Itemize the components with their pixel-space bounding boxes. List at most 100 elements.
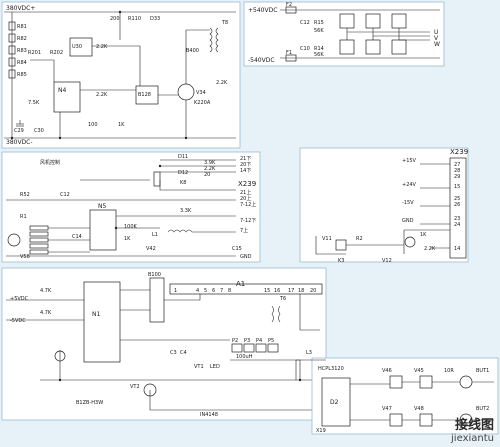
phase-u: U: [434, 29, 438, 36]
a1-pin-16: 16: [274, 288, 280, 294]
pin-gnd: GND: [240, 254, 252, 260]
res-1k-b: 1K: [124, 236, 131, 242]
res-r81: R81: [17, 24, 27, 30]
res-2k2-d: 2.2K: [204, 166, 216, 172]
igbt-but1: BUT1: [476, 368, 489, 374]
label-b400: B400: [186, 48, 199, 54]
cap-c12: C12: [300, 20, 310, 26]
phase-v: V: [434, 35, 439, 42]
watermark: 接线图 jiexiantu: [451, 414, 494, 444]
pin-28: 28: [454, 168, 460, 174]
panel-supply-connector: X239 +15V +24V -15V GND 27 28 29 15 25 2…: [299, 147, 469, 264]
res-3k3: 3.3K: [180, 208, 192, 214]
pin-24: 24: [454, 222, 460, 228]
supply-gnd: GND: [402, 218, 414, 224]
pin-20x: 20下: [240, 162, 251, 168]
xfmr-t6: T6: [279, 296, 286, 302]
res-2k2-a: 2.2K: [96, 44, 108, 50]
rail-5v-neg: -5VDC: [10, 318, 26, 324]
res-r1: R1: [20, 214, 27, 220]
res-r201: R201: [28, 50, 41, 56]
trans-vt2: VT2: [130, 384, 140, 390]
watermark-cn: 接线图: [454, 418, 494, 433]
res-r83: R83: [17, 48, 27, 54]
ic-n4: N4: [58, 87, 66, 94]
trans-v42: V42: [146, 246, 156, 252]
pin-29: 29: [454, 174, 460, 180]
pin-7-12x: 7-12下: [240, 218, 256, 224]
inductor-l1: L1: [152, 232, 158, 238]
conn-p4: P4: [256, 338, 262, 344]
rail-540-neg: -540VDC: [248, 57, 275, 64]
diode-d12: D12: [178, 170, 188, 176]
a1-pin-20: 20: [310, 288, 316, 294]
pin-14x: 14下: [240, 168, 251, 174]
res-r84: R84: [17, 60, 27, 66]
rail-label-pos: 380VDC+: [6, 5, 35, 12]
pin-20s: 20上: [240, 195, 251, 202]
cap-c3: C3: [170, 350, 177, 356]
ic-b100: B100: [148, 272, 161, 278]
trans-v48: V48: [414, 406, 424, 412]
res-2k2-b: 2.2K: [96, 92, 108, 98]
panel-power-drive: 380VDC+ 380VDC- R81 R82 R83 R84 R85 N4 U…: [1, 1, 241, 149]
label-200: 200: [110, 16, 120, 22]
relay-k3: K3: [338, 258, 344, 264]
rail-540-pos: +540VDC: [248, 7, 277, 14]
trans-vt1: VT1: [194, 364, 204, 370]
conn-p5: P5: [268, 338, 274, 344]
a1-pin-6: 6: [212, 288, 215, 294]
a1-pin-15: 15: [264, 288, 270, 294]
res-4k7-b: 4.7K: [40, 310, 52, 316]
panel-fan-control: X239 风机控制 K8 21下 20下 14下 21上 20上 7-12上 7…: [1, 151, 261, 263]
cap-c4: C4: [180, 350, 187, 356]
res-r2: R2: [356, 236, 363, 242]
cap-c10: C10: [300, 46, 310, 52]
pin-27: 27: [454, 162, 460, 168]
res-r85: R85: [17, 72, 27, 78]
res-r82: R82: [17, 36, 27, 42]
supply-15v: +15V: [402, 158, 417, 164]
a1-pin-8: 8: [228, 288, 231, 294]
res-2k2-c: 2.2K: [216, 80, 228, 86]
res-1k-c: 1K: [420, 232, 427, 238]
res-56k-b: 56K: [314, 52, 324, 58]
conn-p2: P2: [232, 338, 238, 344]
res-r14: R14: [314, 46, 324, 52]
pin-26: 26: [454, 202, 460, 208]
ind-l3: L3: [306, 350, 312, 356]
res-56k-a: 56K: [314, 28, 324, 34]
rail-label-neg: 380VDC-: [6, 139, 33, 146]
trans-v47: V47: [382, 406, 392, 412]
supply-24v: +24V: [402, 182, 417, 188]
a1-pin-17: 17: [288, 288, 294, 294]
cap-c14: C14: [72, 234, 82, 240]
res-r202: R202: [50, 50, 63, 56]
trans-v58: V58: [20, 254, 30, 260]
res-10r: 10R: [444, 368, 454, 374]
cap-c12-b: C12: [60, 192, 70, 198]
label-hcpl: HCPL3120: [318, 366, 344, 372]
res-4k7-a: 4.7K: [40, 288, 52, 294]
conn-p3: P3: [244, 338, 250, 344]
label-r110: R110: [128, 16, 141, 22]
a1-pin-1: 1: [174, 288, 177, 294]
cap-c30: C30: [34, 128, 44, 134]
diode-d11: D11: [178, 154, 188, 160]
panel-igbt-bridge: +540VDC -540VDC F2 F1 C12 R15 56K C10 R1…: [243, 1, 445, 67]
panel4-title: X239: [450, 148, 468, 156]
part-v12: V12: [382, 258, 392, 264]
ic-n1: N1: [92, 311, 100, 318]
conn-x19: X19: [316, 428, 326, 434]
igbt-but2: BUT2: [476, 406, 489, 412]
pin-25: 25: [454, 196, 460, 202]
res-7k5: 7.5K: [28, 100, 40, 106]
pin-15: 15: [454, 184, 460, 190]
led-label: LED: [210, 364, 220, 370]
panel-control-board: A1 N1 B100 T6 +5VDC -5VDC 4.7K 4.7K 1 4 …: [1, 267, 327, 421]
a1-pin-7: 7: [220, 288, 223, 294]
fuse-f1: F1: [286, 50, 292, 56]
res-100k: 100K: [124, 224, 138, 230]
ic-d2: D2: [330, 399, 339, 406]
